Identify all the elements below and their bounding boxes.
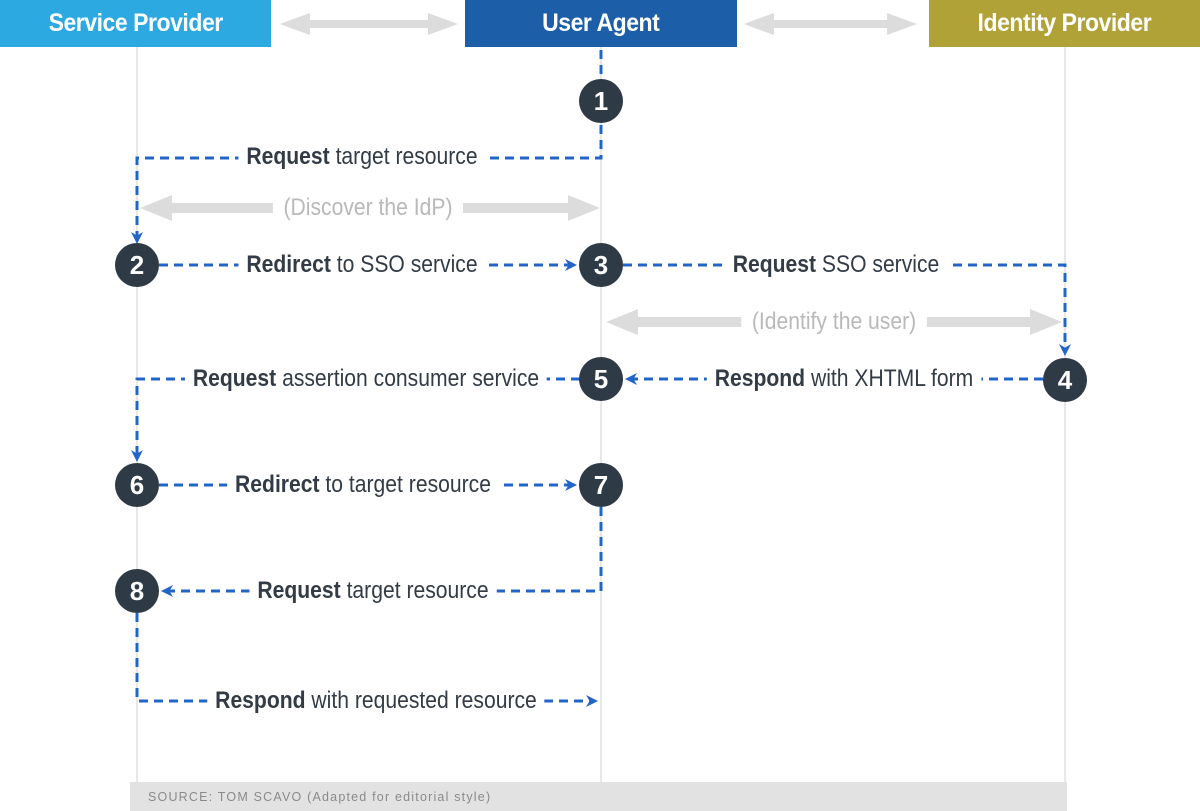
message-label-respond-xhtml-form: Respond with XHTML form — [706, 364, 982, 394]
step-circle-5: 5 — [579, 357, 623, 401]
message-rest-text: to target resource — [319, 471, 491, 498]
message-bold-text: Request — [257, 577, 341, 604]
message-label-request-assertion-consumer: Request assertion consumer service — [184, 364, 548, 394]
header-identity-provider-label: Identity Provider — [977, 9, 1152, 37]
message-label-redirect-to-target: Redirect to target resource — [227, 470, 499, 500]
message-path-request-assertion-consumer — [131, 377, 580, 462]
annotation-discover-idp: (Discover the IdP) — [272, 193, 464, 223]
message-label-respond-requested-resource: Respond with requested resource — [207, 686, 545, 716]
annotation-identify-user: (Identify the user) — [741, 307, 927, 337]
header-service-provider-label: Service Provider — [48, 9, 223, 37]
message-label-request-target-resource: Request target resource — [238, 142, 486, 172]
step-circle-3: 3 — [579, 243, 623, 287]
header-arrow-ua-idp-icon — [744, 13, 917, 35]
header-user-agent-label: User Agent — [542, 9, 660, 37]
step-circle-6: 6 — [115, 463, 159, 507]
header-identity-provider: Identity Provider — [929, 0, 1200, 47]
message-rest-text: SSO service — [816, 251, 940, 278]
message-bold-text: Redirect — [235, 471, 320, 498]
message-path-request-target-resource-2 — [161, 507, 603, 597]
message-label-request-target-resource-2: Request target resource — [249, 576, 497, 606]
message-rest-text: target resource — [340, 577, 489, 604]
step-circle-4: 4 — [1043, 358, 1087, 402]
message-bold-text: Request — [192, 365, 277, 392]
message-bold-text: Request — [732, 251, 817, 278]
step-circle-8: 8 — [115, 569, 159, 613]
source-text: SOURCE: TOM SCAVO (Adapted for editorial… — [148, 789, 492, 804]
message-rest-text: assertion consumer service — [276, 365, 540, 392]
header-arrow-sp-ua-icon — [280, 13, 458, 35]
message-rest-text: to SSO service — [330, 251, 478, 278]
step-circle-2: 2 — [115, 243, 159, 287]
message-bold-text: Respond — [714, 365, 806, 392]
message-bold-text: Redirect — [246, 251, 331, 278]
message-bold-text: Respond — [215, 687, 306, 714]
message-rest-text: with requested resource — [305, 687, 537, 714]
step-circle-1: 1 — [579, 79, 623, 123]
message-rest-text: target resource — [329, 143, 478, 170]
message-label-request-sso-service: Request SSO service — [724, 250, 948, 280]
step-circle-7: 7 — [579, 463, 623, 507]
header-user-agent: User Agent — [465, 0, 737, 47]
message-label-redirect-to-sso: Redirect to SSO service — [238, 250, 486, 280]
header-service-provider: Service Provider — [0, 0, 271, 47]
message-path-request-sso-service — [623, 263, 1071, 356]
message-bold-text: Request — [246, 143, 330, 170]
source-footer-bar: SOURCE: TOM SCAVO (Adapted for editorial… — [130, 782, 1067, 811]
message-rest-text: with XHTML form — [805, 365, 974, 392]
